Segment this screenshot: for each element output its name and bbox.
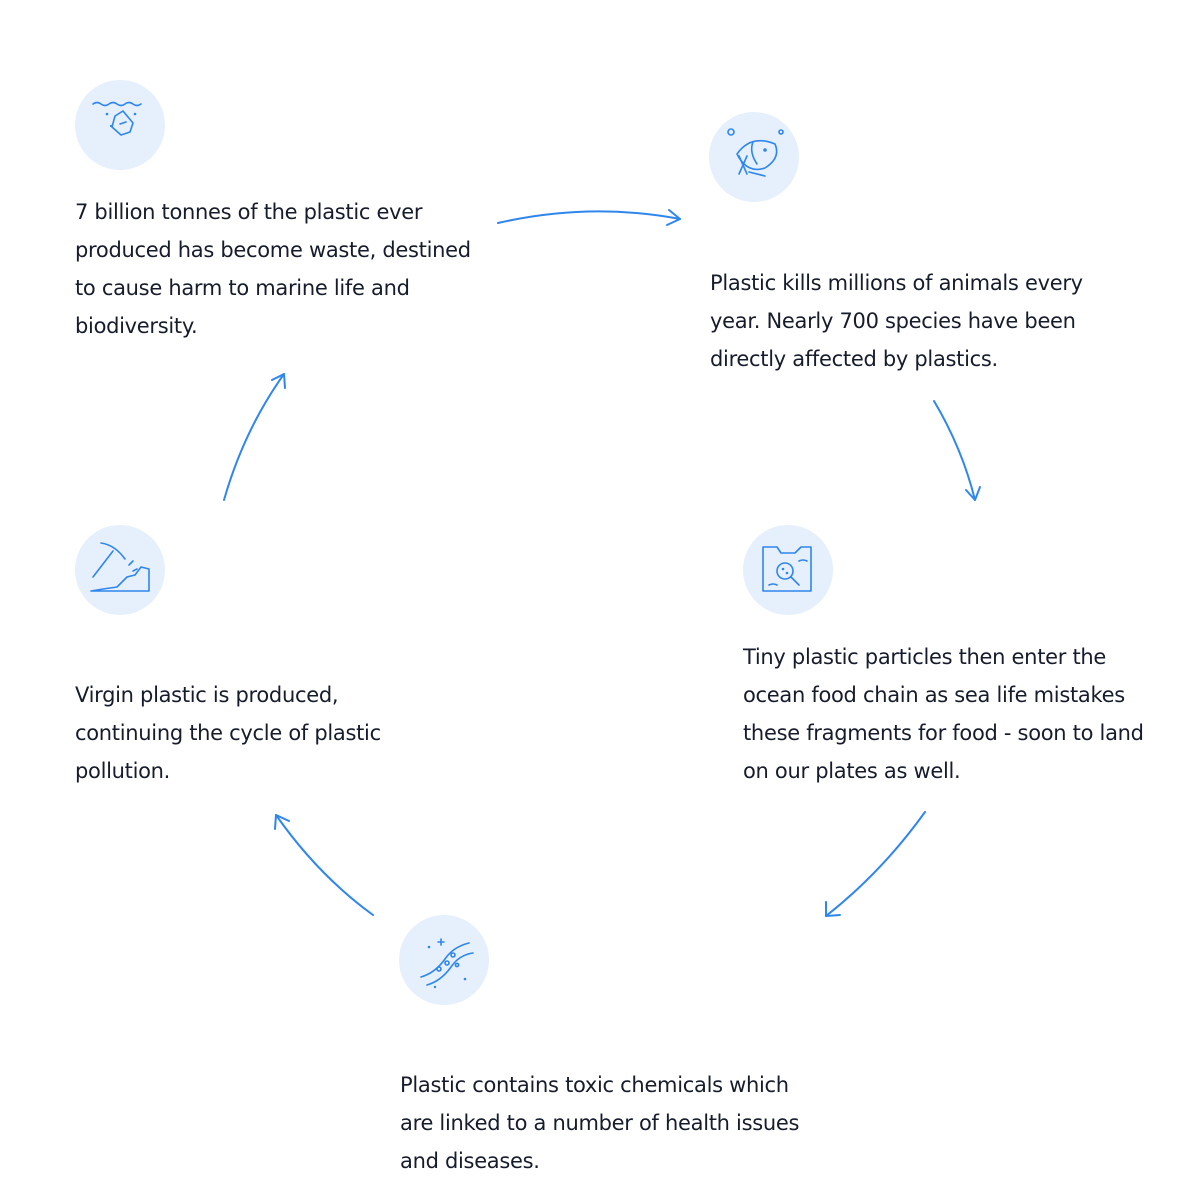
toxic-chemicals-flow-icon — [399, 915, 489, 1005]
pickaxe-mining-icon — [75, 525, 165, 615]
arrow-step1-to-step2 — [497, 209, 681, 226]
arrow-step3-to-step4 — [825, 811, 926, 917]
arrow-step5-to-step1 — [223, 373, 286, 501]
arrow-step4-to-step5 — [274, 814, 374, 916]
step-1-text: 7 billion tonnes of the plastic ever pro… — [75, 200, 471, 338]
step-5-text: Virgin plastic is produced, continuing t… — [75, 683, 381, 783]
magnified-particles-icon — [743, 525, 833, 615]
step-4-text: Plastic contains toxic chemicals which a… — [400, 1073, 800, 1173]
arrow-step2-to-step3 — [933, 400, 981, 501]
step-3-text: Tiny plastic particles then enter the oc… — [743, 645, 1144, 783]
step-2-text: Plastic kills millions of animals every … — [710, 271, 1083, 371]
fish-tangled-in-plastic-icon — [709, 112, 799, 202]
plastic-waste-in-ocean-icon — [75, 80, 165, 170]
